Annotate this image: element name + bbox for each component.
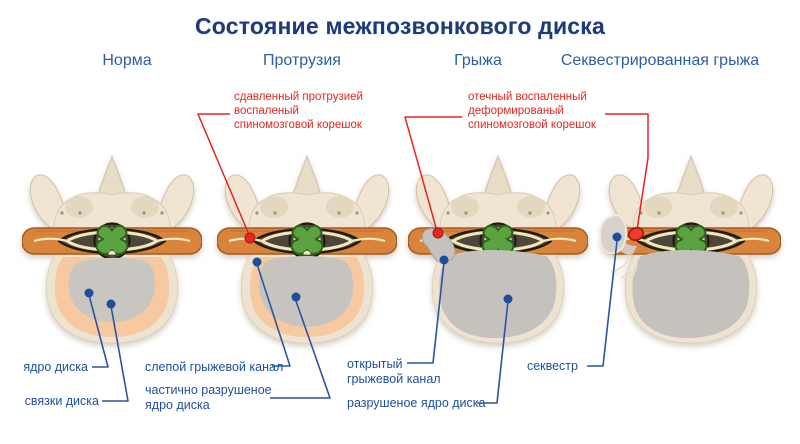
- vertebra-normal-illustration: [22, 150, 202, 348]
- page-title: Состояние межпозвонкового диска: [194, 13, 606, 39]
- label-open-hernial-canal: открытый грыжевой канал: [347, 357, 441, 387]
- label-line: открытый: [347, 357, 403, 371]
- column-header-hernia: Грыжа: [454, 52, 502, 69]
- annotation-edematous-root: отечный воспаленный деформированый спино…: [468, 90, 596, 132]
- label-destroyed-nucleus: разрушеное ядро диска: [347, 396, 486, 410]
- disc-nucleus: [68, 257, 156, 322]
- vertebra-sequestered-illustration: [601, 150, 781, 348]
- annotation-line: воспаленый: [234, 105, 299, 117]
- vertebra-protrusion-illustration: [217, 150, 397, 348]
- column-header-sequestered: Секвестрированная грыжа: [560, 52, 760, 69]
- disc-nucleus: [439, 250, 557, 339]
- annotation-line: отечный воспаленный: [468, 91, 587, 103]
- annotation-line: деформированый: [468, 105, 564, 117]
- label-disc-nucleus: ядро диска: [23, 360, 88, 374]
- column-header-norm: Норма: [102, 52, 152, 69]
- disc-nucleus: [632, 250, 750, 339]
- label-line: грыжевой канал: [347, 372, 441, 386]
- annotation-compressed-root: сдавленный протрузией воспаленый спиномо…: [234, 90, 363, 132]
- label-partially-destroyed-nucleus: частично разрушеное ядро диска: [145, 383, 272, 413]
- label-disc-ligaments: связки диска: [24, 394, 99, 408]
- column-header-protrusion: Протрузия: [263, 52, 341, 69]
- label-line: частично разрушеное: [145, 383, 272, 397]
- label-line: ядро диска: [145, 398, 210, 412]
- annotation-line: спиномозговой корешок: [234, 119, 362, 131]
- label-sequester: секвестр: [526, 359, 578, 373]
- sequester-fragment: [601, 214, 628, 255]
- label-blind-hernial-canal: слепой грыжевой канал: [145, 360, 284, 374]
- annotation-line: спиномозговой корешок: [468, 119, 596, 131]
- vertebra-hernia-illustration: [408, 150, 588, 348]
- annotation-line: сдавленный протрузией: [234, 91, 363, 103]
